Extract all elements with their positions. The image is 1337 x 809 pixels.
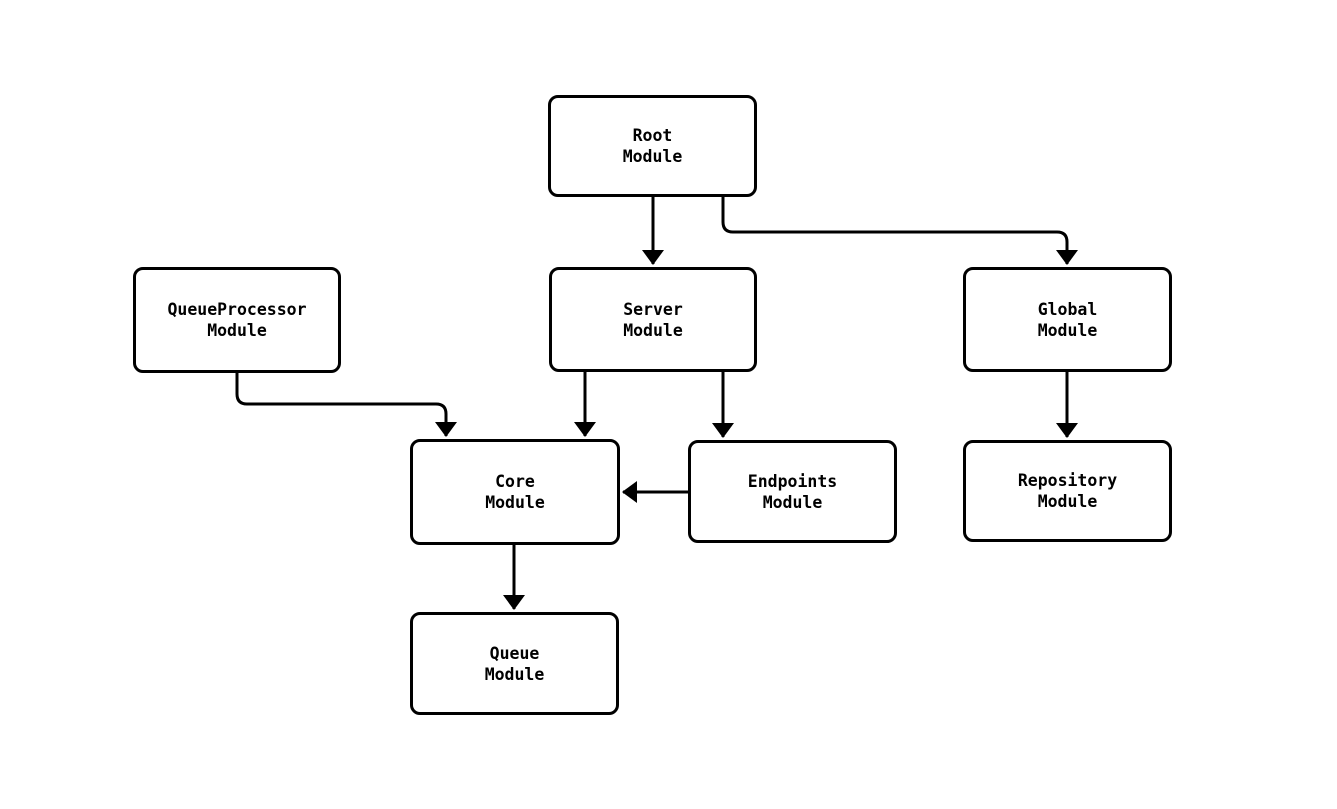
node-endpoints-module: Endpoints Module	[688, 440, 897, 543]
node-queueprocessor-module: QueueProcessor Module	[133, 267, 341, 373]
node-repository-module: Repository Module	[963, 440, 1172, 542]
node-global-module: Global Module	[963, 267, 1172, 372]
edge-queueprocessor-to-core	[235, 373, 457, 437]
edge-root-to-global	[721, 197, 1078, 265]
node-core-module: Core Module	[410, 439, 620, 545]
node-queue-module: Queue Module	[410, 612, 619, 715]
node-root-module: Root Module	[548, 95, 757, 197]
node-server-module: Server Module	[549, 267, 757, 372]
